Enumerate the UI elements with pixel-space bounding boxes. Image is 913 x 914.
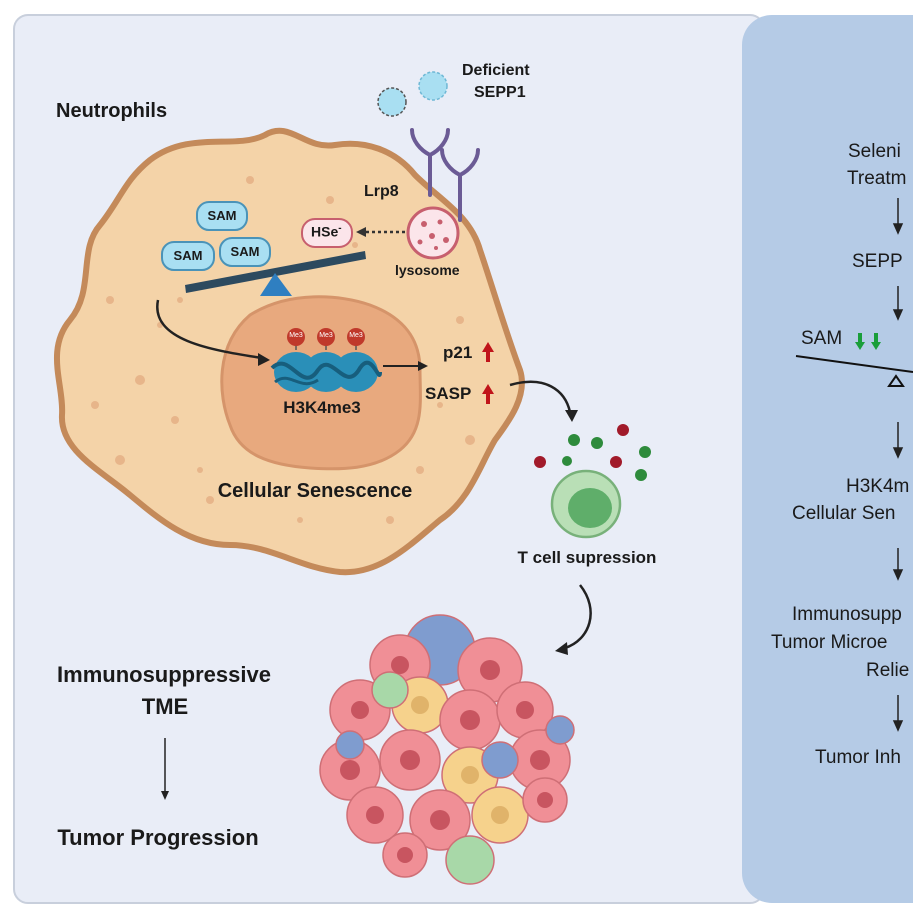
seesaw-fulcrum bbox=[260, 273, 292, 296]
sasp-label: SASP bbox=[425, 384, 472, 403]
right-step4-line1: H3K4m bbox=[846, 476, 910, 497]
seesaw-beam bbox=[185, 251, 366, 293]
lrp8-label: Lrp8 bbox=[364, 183, 399, 200]
arrowhead bbox=[565, 410, 578, 422]
curved-arrow bbox=[156, 299, 263, 360]
sepp1-label: SEPP1 bbox=[474, 84, 526, 101]
right-step2: SEPP bbox=[852, 251, 903, 272]
nucleosomes bbox=[270, 352, 382, 392]
hse-label: HSe- bbox=[311, 223, 342, 240]
right-step4-line2: Cellular Sen bbox=[792, 503, 896, 524]
tme-label: TME bbox=[141, 694, 189, 719]
curved-arrow bbox=[509, 380, 572, 413]
arrowhead bbox=[555, 642, 568, 655]
me3-label: Me3 bbox=[319, 332, 333, 339]
right-step1-line2: Treatm bbox=[847, 168, 907, 189]
sam-label: SAM bbox=[207, 208, 237, 223]
sam-pill bbox=[196, 201, 248, 231]
deficient-label: Deficient bbox=[462, 62, 530, 79]
sepp1-particle bbox=[418, 71, 448, 101]
neutrophils-label: Neutrophils bbox=[56, 100, 168, 122]
arrowhead bbox=[258, 353, 270, 366]
lrp8-receptors bbox=[410, 128, 480, 222]
right-step3: SAM bbox=[801, 328, 843, 349]
me3-label: Me3 bbox=[289, 332, 303, 339]
arrowhead bbox=[161, 791, 169, 800]
arrowhead bbox=[356, 227, 366, 237]
down-arrow-icons bbox=[855, 333, 881, 350]
right-panel bbox=[742, 15, 913, 903]
h3k4me3-label: H3K4me3 bbox=[283, 398, 361, 417]
tumor-yellow-nuclei bbox=[411, 696, 509, 824]
cell-speckles bbox=[91, 176, 475, 524]
curved-arrow bbox=[564, 584, 592, 650]
lysosome bbox=[406, 206, 460, 260]
right-step5-line3: Relie bbox=[866, 660, 910, 681]
right-seesaw-beam bbox=[795, 355, 913, 373]
right-step5-line2: Tumor Microe bbox=[771, 632, 888, 653]
p21-label: p21 bbox=[443, 343, 473, 362]
hse-superscript: - bbox=[338, 223, 342, 234]
t-cell-suppression-label: T cell supression bbox=[517, 548, 657, 567]
me3-label: Me3 bbox=[349, 332, 363, 339]
right-step1-line1: Seleni bbox=[848, 141, 901, 162]
cellular-senescence-label: Cellular Senescence bbox=[217, 480, 413, 502]
tumor-progression-label: Tumor Progression bbox=[57, 825, 259, 850]
arrowhead bbox=[418, 361, 428, 371]
lysosome-label: lysosome bbox=[395, 262, 460, 278]
lysosome-contents bbox=[417, 219, 449, 250]
sasp-factors bbox=[534, 424, 651, 481]
right-step5-line1: Immunosupp bbox=[792, 604, 902, 625]
hse-box bbox=[301, 218, 353, 248]
immunosuppressive-label: Immunosuppressive bbox=[57, 662, 271, 687]
up-arrow-icons bbox=[482, 342, 494, 404]
sepp1-particle bbox=[377, 87, 407, 117]
right-panel-arrows bbox=[892, 198, 904, 732]
right-step6: Tumor Inh bbox=[815, 747, 901, 768]
tumor-nuclei bbox=[340, 656, 553, 863]
sam-label: SAM bbox=[230, 244, 260, 259]
sam-pill bbox=[161, 241, 215, 271]
hse-text: HSe bbox=[311, 223, 339, 240]
sam-pill bbox=[219, 237, 271, 267]
right-seesaw-fulcrum bbox=[887, 374, 905, 387]
sam-label: SAM bbox=[173, 248, 203, 263]
me3-marks bbox=[287, 328, 365, 350]
t-cell-nucleus bbox=[568, 488, 612, 528]
